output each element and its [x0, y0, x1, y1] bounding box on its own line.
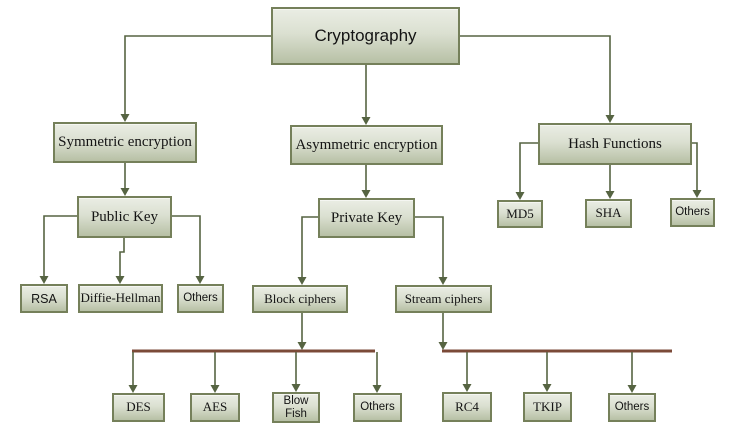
- connector-arrowhead: [128, 385, 138, 393]
- connector-arrowhead: [372, 385, 382, 393]
- connector-arrowhead: [195, 276, 205, 284]
- node-tkip: TKIP: [523, 392, 572, 422]
- connector-line: [692, 142, 698, 190]
- node-others-hash: Others: [670, 198, 715, 227]
- node-aes: AES: [190, 393, 240, 422]
- node-rc4: RC4: [442, 392, 492, 422]
- connector-arrowhead: [438, 342, 448, 350]
- connector-arrowhead: [627, 385, 637, 393]
- connector-arrowhead: [515, 192, 525, 200]
- connector-line: [43, 215, 77, 276]
- connector-line: [415, 216, 444, 277]
- connector-arrowhead: [115, 276, 125, 284]
- connector-line: [519, 142, 538, 192]
- connector-arrowhead: [120, 114, 130, 122]
- connector-arrowhead: [297, 277, 307, 285]
- connector-arrowhead: [542, 384, 552, 392]
- connector-line: [124, 35, 271, 114]
- connector-arrowhead: [297, 342, 307, 350]
- node-block-ciphers: Block ciphers: [252, 285, 348, 313]
- node-md5: MD5: [497, 200, 543, 228]
- node-stream-ciphers: Stream ciphers: [395, 285, 492, 313]
- node-private-key: Private Key: [318, 198, 415, 238]
- connector-line: [172, 215, 201, 276]
- node-asymmetric-encryption: Asymmetric encryption: [290, 125, 443, 165]
- connector-arrowhead: [692, 190, 702, 198]
- connector-line: [460, 35, 611, 115]
- node-cryptography: Cryptography: [271, 7, 460, 65]
- connector-arrowhead: [39, 276, 49, 284]
- node-sha: SHA: [585, 199, 632, 228]
- connector-arrowhead: [605, 115, 615, 123]
- node-public-key: Public Key: [77, 196, 172, 238]
- node-diffie-hellman: Diffie-Hellman: [78, 284, 163, 313]
- node-others-block: Others: [353, 393, 402, 422]
- connector-arrowhead: [361, 117, 371, 125]
- node-hash-functions: Hash Functions: [538, 123, 692, 165]
- connector-arrowhead: [291, 384, 301, 392]
- connector-arrowhead: [120, 188, 130, 196]
- connector-arrowhead: [605, 191, 615, 199]
- node-des: DES: [112, 393, 165, 422]
- connector-arrowhead: [462, 384, 472, 392]
- node-blow-fish: Blow Fish: [272, 392, 320, 423]
- connector-arrowhead: [361, 190, 371, 198]
- connector-arrowhead: [438, 277, 448, 285]
- connector-line: [119, 238, 125, 276]
- node-others-public-key: Others: [177, 284, 224, 313]
- node-others-stream: Others: [608, 393, 656, 422]
- connector-line: [301, 216, 318, 277]
- node-symmetric-encryption: Symmetric encryption: [53, 122, 197, 163]
- node-rsa: RSA: [20, 284, 68, 313]
- connector-arrowhead: [210, 385, 220, 393]
